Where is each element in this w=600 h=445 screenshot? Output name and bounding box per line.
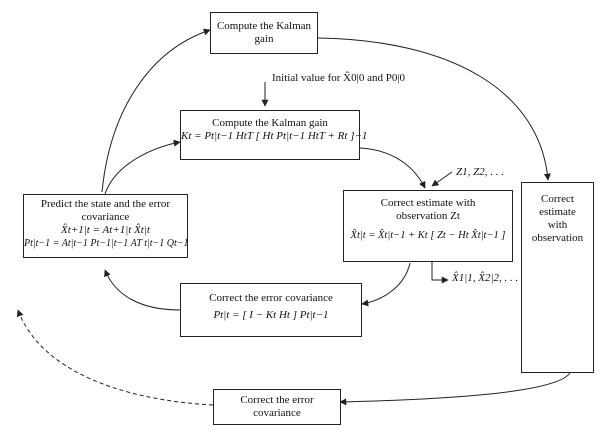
- gain-formula: Kt = Pt|t−1 HtT [ Ht Pt|t−1 HtT + Rt ]−1: [181, 130, 368, 142]
- predict-title2: covariance: [81, 211, 130, 223]
- top-gain-box: Compute the Kalman gain: [210, 12, 318, 54]
- observations-label: Z1, Z2, . . .: [456, 166, 504, 178]
- arrow-gain-to-correct: [359, 147, 426, 189]
- predict-formula-2: Pt|t−1 = At|t−1 Pt−1|t−1 AT t|t−1 Qt−1: [24, 238, 189, 249]
- top-gain-title: Compute the Kalman: [216, 20, 312, 32]
- predict-title: Predict the state and the error: [40, 198, 171, 210]
- arrow-predict-to-gain: [104, 139, 181, 195]
- gain-box: Compute the Kalman gain Kt = Pt|t−1 HtT …: [180, 110, 368, 160]
- right-correct-box: Correct estimate with observation: [521, 182, 594, 373]
- correct-covariance-formula: Pt|t = [ I − Kt Ht ] Pt|t−1: [213, 309, 329, 321]
- bottom-box-line-1: Correct the error: [240, 394, 314, 406]
- gain-title: Compute the Kalman gain: [212, 117, 328, 129]
- correct-estimate-title2: observation Zt: [396, 210, 460, 222]
- correct-estimate-box: Correct estimate with observation Zt X̂t…: [343, 190, 513, 262]
- arrow-observations-in: [431, 171, 453, 187]
- arrow-cov-to-predict: [104, 269, 181, 311]
- right-box-line-3: with: [547, 219, 568, 231]
- correct-covariance-box: Correct the error covariance Pt|t = [ I …: [180, 283, 362, 337]
- arrow-right-to-bottom: [339, 372, 571, 406]
- arrow-outputs-out: [431, 262, 449, 284]
- right-box-line-1: Correct: [541, 193, 574, 205]
- correct-estimate-formula: X̂t|t = X̂t|t−1 + Kt [ Zt − Ht X̂t|t−1 ]: [350, 230, 506, 241]
- outputs-label: X̂1|1, X̂2|2, . . .: [452, 272, 519, 284]
- right-box-line-2: estimate: [539, 206, 576, 218]
- predict-formula-1: X̂t+1|t = At+1|t X̂t|t: [61, 224, 150, 236]
- correct-covariance-title: Correct the error covariance: [209, 292, 333, 304]
- top-gain-title2: gain: [254, 33, 274, 45]
- correct-estimate-title: Correct estimate with: [380, 197, 476, 209]
- right-box-line-4: observation: [531, 232, 584, 244]
- arrow-bottom-to-left-dashed: [16, 309, 214, 406]
- initial-value-label: Initial value for X̂0|0 and P0|0: [272, 72, 406, 84]
- arrow-correct-to-cov: [361, 262, 411, 307]
- bottom-covariance-box: Correct the error covariance: [213, 389, 341, 425]
- bottom-box-line-2: covariance: [253, 407, 301, 419]
- arrow-left-to-top: [101, 28, 211, 193]
- predict-box: Predict the state and the error covarian…: [23, 194, 189, 258]
- arrow-top-to-right: [317, 37, 551, 181]
